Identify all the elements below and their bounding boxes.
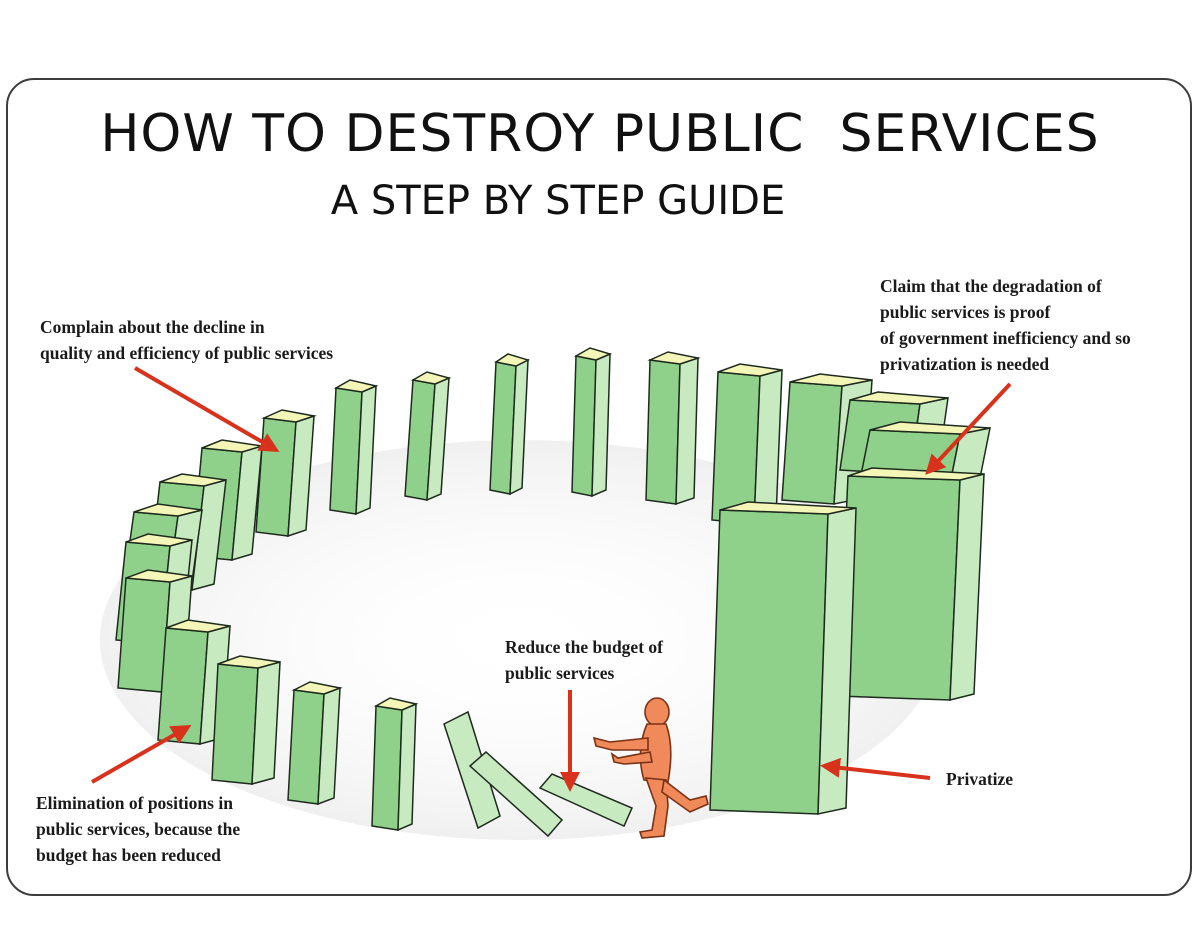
label-claim-line: privatization is needed [880, 354, 1050, 374]
arrow-privatize [820, 757, 931, 780]
page-title: HOW TO DESTROY PUBLIC SERVICES [100, 104, 1100, 164]
domino [711, 363, 783, 525]
domino [404, 371, 452, 502]
arrow-complain [133, 366, 280, 453]
label-claim-line: public services is proof [880, 302, 1051, 322]
label-claim-line: Claim that the degradation of [880, 276, 1102, 296]
label-complain: Complain about the decline in quality an… [40, 314, 333, 366]
label-reduce-line: Reduce the budget of [505, 637, 663, 657]
domino [489, 353, 531, 496]
domino [571, 347, 613, 498]
person-figure [592, 697, 709, 839]
label-reduce-line: public services [505, 663, 615, 683]
page-subtitle: A STEP BY STEP GUIDE [330, 178, 786, 224]
falling-domino [468, 750, 564, 838]
domino [837, 467, 985, 701]
label-claim-line: of government inefficiency and so [880, 328, 1131, 348]
domino [329, 379, 379, 516]
domino [211, 655, 281, 785]
label-claim: Claim that the degradation of public ser… [880, 273, 1131, 377]
domino [255, 409, 317, 538]
label-eliminate: Elimination of positions in public servi… [36, 790, 240, 868]
domino [287, 681, 343, 806]
label-reduce: Reduce the budget of public services [505, 634, 663, 686]
arrow-claim [925, 382, 1012, 475]
domino [709, 501, 857, 815]
label-privatize-line: Privatize [946, 769, 1014, 789]
label-complain-line: Complain about the decline in [40, 317, 265, 337]
label-eliminate-line: budget has been reduced [36, 845, 221, 865]
falling-domino [443, 710, 501, 830]
domino [645, 351, 701, 506]
arrow-eliminate [91, 725, 192, 784]
label-complain-line: quality and efficiency of public service… [40, 343, 334, 363]
label-eliminate-line: Elimination of positions in [36, 793, 233, 813]
domino [371, 697, 419, 832]
label-eliminate-line: public services, because the [36, 819, 241, 839]
label-privatize: Privatize [946, 766, 1013, 792]
